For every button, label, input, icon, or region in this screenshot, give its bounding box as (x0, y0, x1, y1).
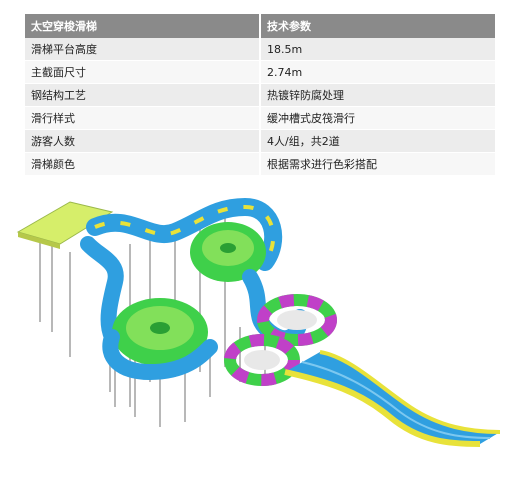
table-row: 游客人数 4人/组，共2道 (25, 129, 495, 153)
row-value: 18.5m (260, 38, 495, 61)
water-slide-illustration (16, 197, 501, 447)
row-label: 主截面尺寸 (25, 60, 261, 84)
row-label: 滑梯颜色 (25, 152, 261, 176)
row-label: 游客人数 (25, 129, 261, 153)
lower-wrap-tube (102, 329, 218, 381)
descending-tube (80, 236, 124, 345)
upper-tube (86, 197, 283, 271)
slide-platform (16, 201, 114, 249)
row-value: 热镀锌防腐处理 (260, 83, 495, 107)
table-row: 钢结构工艺 热镀锌防腐处理 (25, 83, 495, 107)
lower-bowl (112, 298, 208, 366)
table-row: 主截面尺寸 2.74m (25, 60, 495, 84)
table-row: 滑梯平台高度 18.5m (25, 38, 495, 61)
row-label: 滑行样式 (25, 106, 261, 130)
spiral-ring-lower (224, 334, 300, 386)
row-value: 根据需求进行色彩搭配 (260, 152, 495, 176)
spiral-ring-upper (257, 294, 337, 346)
row-label: 钢结构工艺 (25, 83, 261, 107)
row-value: 2.74m (260, 60, 495, 84)
header-tech-params: 技术参数 (260, 14, 495, 38)
spec-table-header: 太空穿梭滑梯 技术参数 (25, 14, 495, 38)
table-row: 滑梯颜色 根据需求进行色彩搭配 (25, 152, 495, 176)
table-row: 滑行样式 缓冲槽式皮筏滑行 (25, 106, 495, 130)
row-label: 滑梯平台高度 (25, 38, 261, 61)
header-product-name: 太空穿梭滑梯 (25, 14, 261, 38)
row-value: 缓冲槽式皮筏滑行 (260, 106, 495, 130)
row-value: 4人/组，共2道 (260, 129, 495, 153)
exit-run (284, 350, 501, 447)
upper-bowl (190, 222, 266, 282)
spec-table: 太空穿梭滑梯 技术参数 滑梯平台高度 18.5m 主截面尺寸 2.74m 钢结构… (25, 14, 495, 176)
